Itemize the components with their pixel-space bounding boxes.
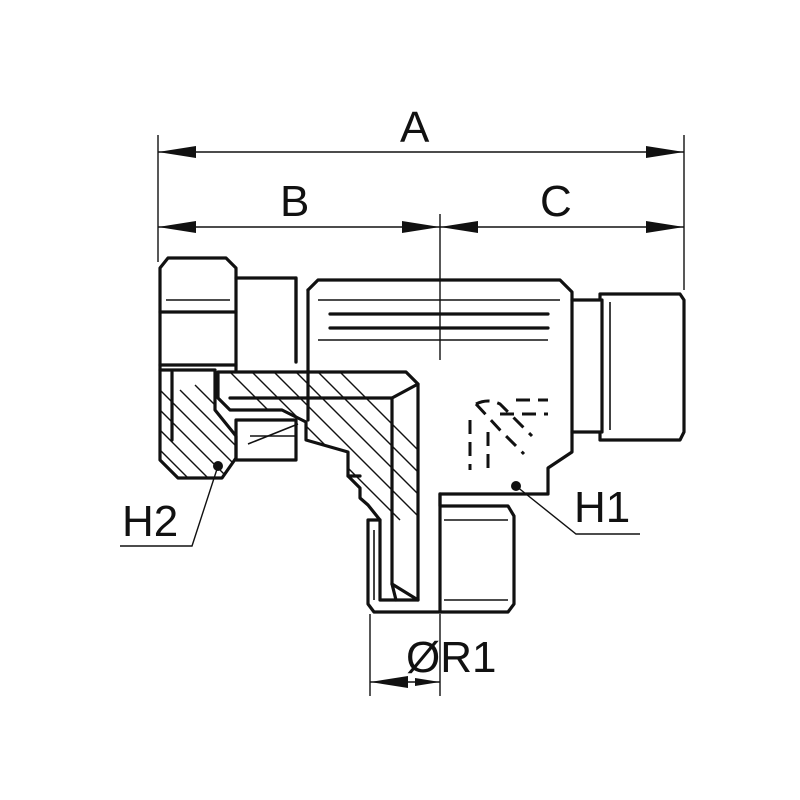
leader-h2 bbox=[120, 465, 219, 547]
collar-ring bbox=[234, 276, 299, 462]
label-b: B bbox=[280, 177, 309, 226]
elbow-section bbox=[216, 370, 420, 602]
dimension-labels: A B C H1 H2 ØR1 bbox=[122, 103, 630, 682]
label-a: A bbox=[400, 103, 430, 152]
seal-dot-h1 bbox=[511, 481, 521, 491]
label-h2: H2 bbox=[122, 497, 178, 546]
tee-body bbox=[306, 278, 574, 496]
bottom-stud bbox=[346, 474, 516, 614]
right-stud bbox=[570, 292, 686, 442]
label-r1: ØR1 bbox=[406, 633, 496, 682]
dimension-lines bbox=[120, 135, 685, 696]
swivel-nut bbox=[158, 256, 238, 480]
label-h1: H1 bbox=[574, 483, 630, 532]
seal-dot-h2 bbox=[213, 461, 223, 471]
label-c: C bbox=[540, 177, 572, 226]
leader-h1 bbox=[515, 485, 640, 535]
